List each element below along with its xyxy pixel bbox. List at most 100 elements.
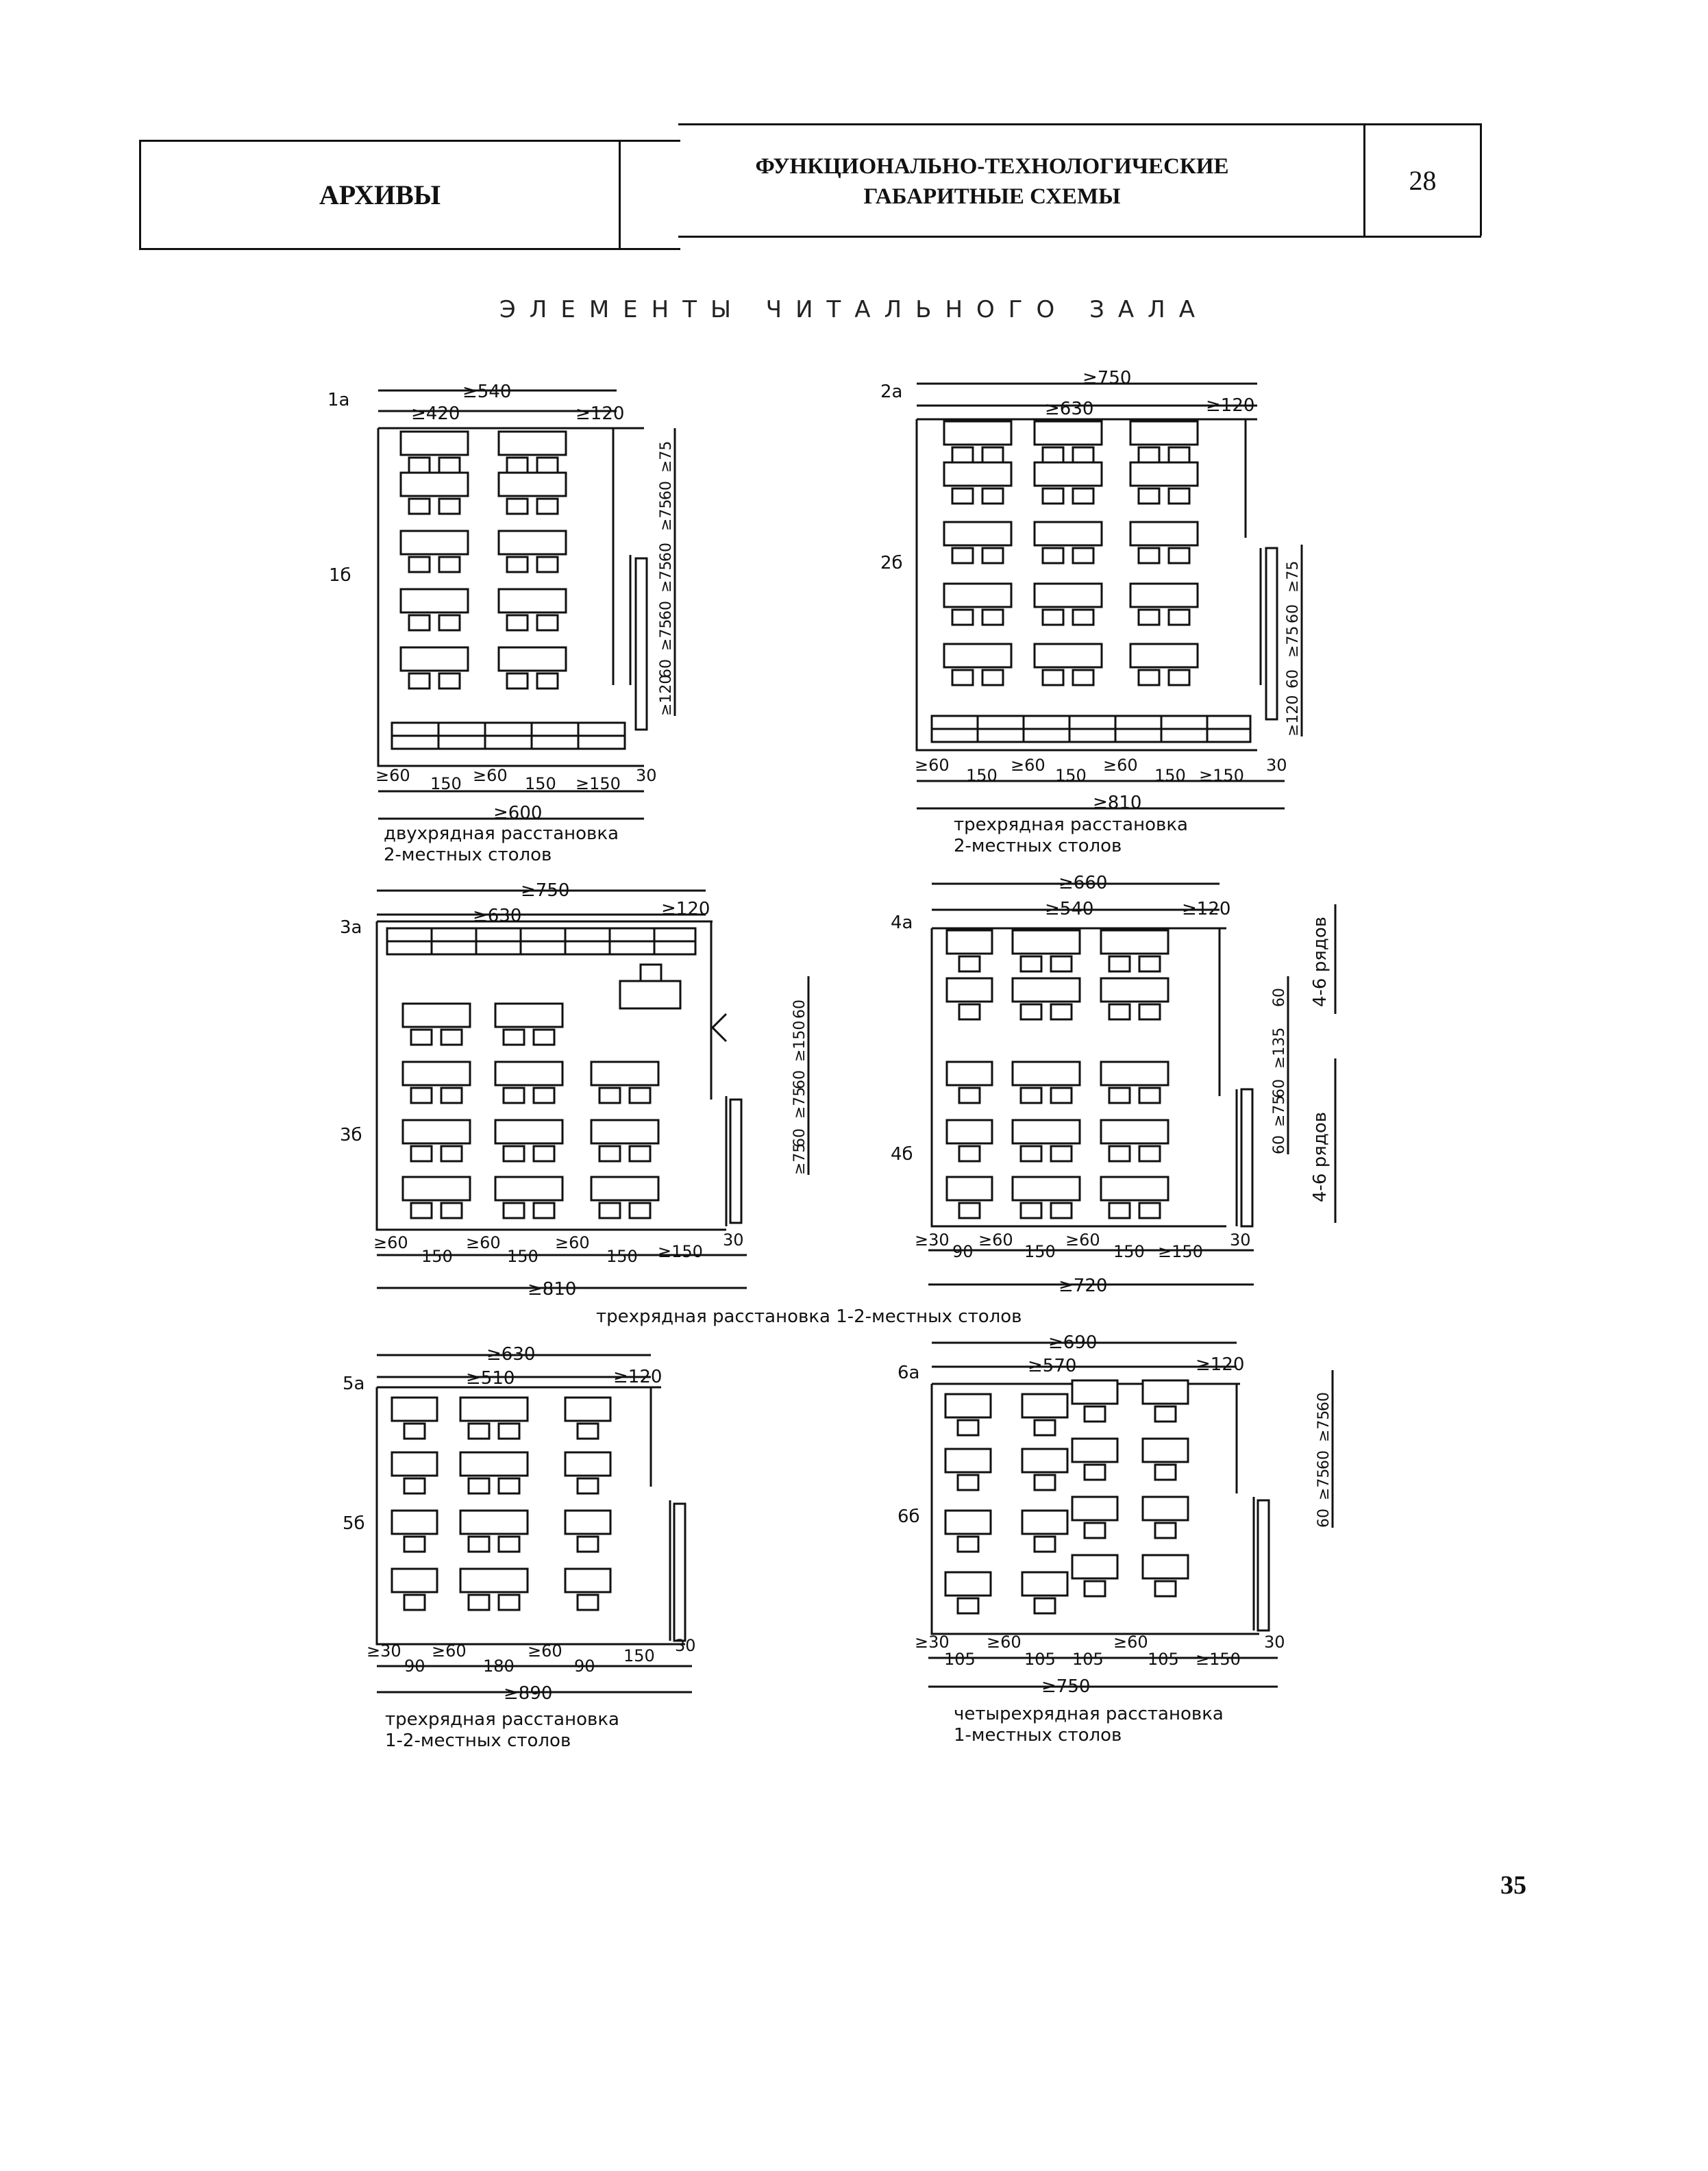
single-seat-desk [391,1509,438,1553]
dimension-label: 60 [1285,604,1302,623]
plan-6: 6а 6б ≥690 ≥570 ≥120 ≥30 105 ≥60 105 105… [898,1332,1334,1746]
single-seat-desk [564,1509,612,1553]
dimension-label: 150 [1113,1242,1145,1261]
single-seat-desk [391,1451,438,1495]
two-seat-desk [590,1060,660,1104]
two-seat-desk [1129,420,1199,464]
two-seat-desk [1033,461,1103,505]
plan-label: 1а [327,390,349,410]
two-seat-desk [1011,977,1081,1021]
dimension-label: 105 [1072,1650,1104,1669]
dimension-label: 150 [1024,1242,1056,1261]
dimension-label: ≥60 [987,1633,1022,1652]
dimension-label: ≥630 [486,1344,535,1365]
dimension-label: 60 [658,659,675,678]
dimension-label: ≥540 [462,382,511,402]
dimension-label: ≥150 [1199,766,1244,785]
dimension-label: 60 [1315,1450,1333,1469]
header-rule [678,236,1481,238]
two-seat-desk [943,461,1013,505]
dimension-label: ≥750 [1082,368,1131,388]
two-seat-desk [590,1119,660,1163]
header-rule [1480,123,1482,236]
single-seat-desk [945,1119,993,1163]
dimension-label: ≥75 [1315,1411,1333,1442]
two-seat-desk [401,1060,471,1104]
wall-shelving [673,1502,686,1642]
dimension-label: ≥60 [915,756,950,775]
plan-caption: трехрядная расстановка 1-2-местных столо… [596,1306,1022,1327]
single-seat-desk [391,1396,438,1440]
dimension-label: 60 [791,1000,808,1019]
dimension-label: 90 [404,1657,425,1676]
single-seat-desk [564,1451,612,1495]
dimension-label: 30 [636,766,657,785]
dimension-label: ≥630 [1045,399,1093,419]
two-seat-desk [497,530,567,573]
dimension-label: ≥120 [1196,1354,1244,1375]
dimension-label: 60 [658,543,675,562]
single-seat-desk [1021,1393,1069,1437]
page-title: ФУНКЦИОНАЛЬНО-ТЕХНОЛОГИЧЕСКИЕ ГАБАРИТНЫЕ… [621,130,1363,233]
dimension-label: 60 [1271,1135,1288,1154]
dimension-label: ≥60 [375,766,410,785]
dimension-label: ≥60 [1113,1633,1148,1652]
plan-label: 6а [898,1363,919,1383]
single-seat-desk [1141,1437,1189,1481]
dimension-label: 60 [658,601,675,620]
plan-caption: трехрядная расстановка [954,815,1188,835]
two-seat-desk [943,582,1013,626]
dimension-label: ≥890 [504,1683,552,1704]
dimension-label: ≥150 [1196,1650,1241,1669]
single-seat-desk [1021,1509,1069,1553]
wall-shelving [1257,1499,1270,1632]
two-seat-desk [1129,643,1199,686]
plan-caption: 1-2-местных столов [385,1730,571,1751]
single-seat-desk [944,1448,992,1491]
plan-label: 4а [891,913,913,933]
plan-label: 2а [880,382,902,402]
dimension-label: 60 [791,1070,808,1089]
header-rule [139,248,680,250]
dimension-label: ≥630 [473,906,521,926]
entrance-arrow [710,1013,728,1043]
plan-3: 3а 3б ≥750 ≥630 ≥120 ≥60 150 ≥60 150 ≥60… [340,880,810,1300]
two-seat-desk [1033,420,1103,464]
dimension-label: ≥60 [1011,756,1045,775]
plan-label: 2б [880,553,903,573]
two-seat-desk [1011,1119,1081,1163]
two-seat-desk [1011,1060,1081,1104]
dimension-label: 60 [658,481,675,500]
header-rule [678,123,1481,125]
dimension-label: 150 [507,1247,539,1266]
dimension-label: ≥60 [555,1233,590,1252]
two-seat-desk [497,430,567,474]
two-seat-desk [1011,1176,1081,1219]
dimension-label: ≥60 [1065,1230,1100,1250]
dimension-label: 150 [525,774,556,793]
two-seat-desk [1033,521,1103,565]
dimension-label: ≥60 [432,1641,467,1661]
dimension-label: ≥120 [1206,395,1254,416]
two-seat-desk [497,588,567,632]
two-seat-desk [1033,643,1103,686]
plan-1: 1а 1б ≥540 ≥420 ≥120 ≥60 150 ≥60 150 ≥15… [327,382,676,865]
two-seat-desk [494,1002,564,1046]
two-seat-desk [399,588,469,632]
wall-shelving [1240,1088,1254,1228]
dimension-label: ≥60 [528,1641,562,1661]
plan-label: 5б [343,1513,365,1534]
single-seat-desk [944,1571,992,1615]
dimension-label: ≥510 [466,1368,515,1389]
header-rule [1363,123,1365,236]
two-seat-desk [399,430,469,474]
dimension-label: ≥60 [473,766,508,785]
single-seat-desk [1071,1379,1119,1423]
dimension-label: ≥120 [658,675,675,716]
two-seat-desk [943,643,1013,686]
dimension-label: ≥75 [791,1087,808,1119]
header-rule [619,140,621,248]
dimension-label: ≥30 [915,1230,950,1250]
two-seat-desk [1100,1176,1169,1219]
wall-shelving [634,557,648,731]
